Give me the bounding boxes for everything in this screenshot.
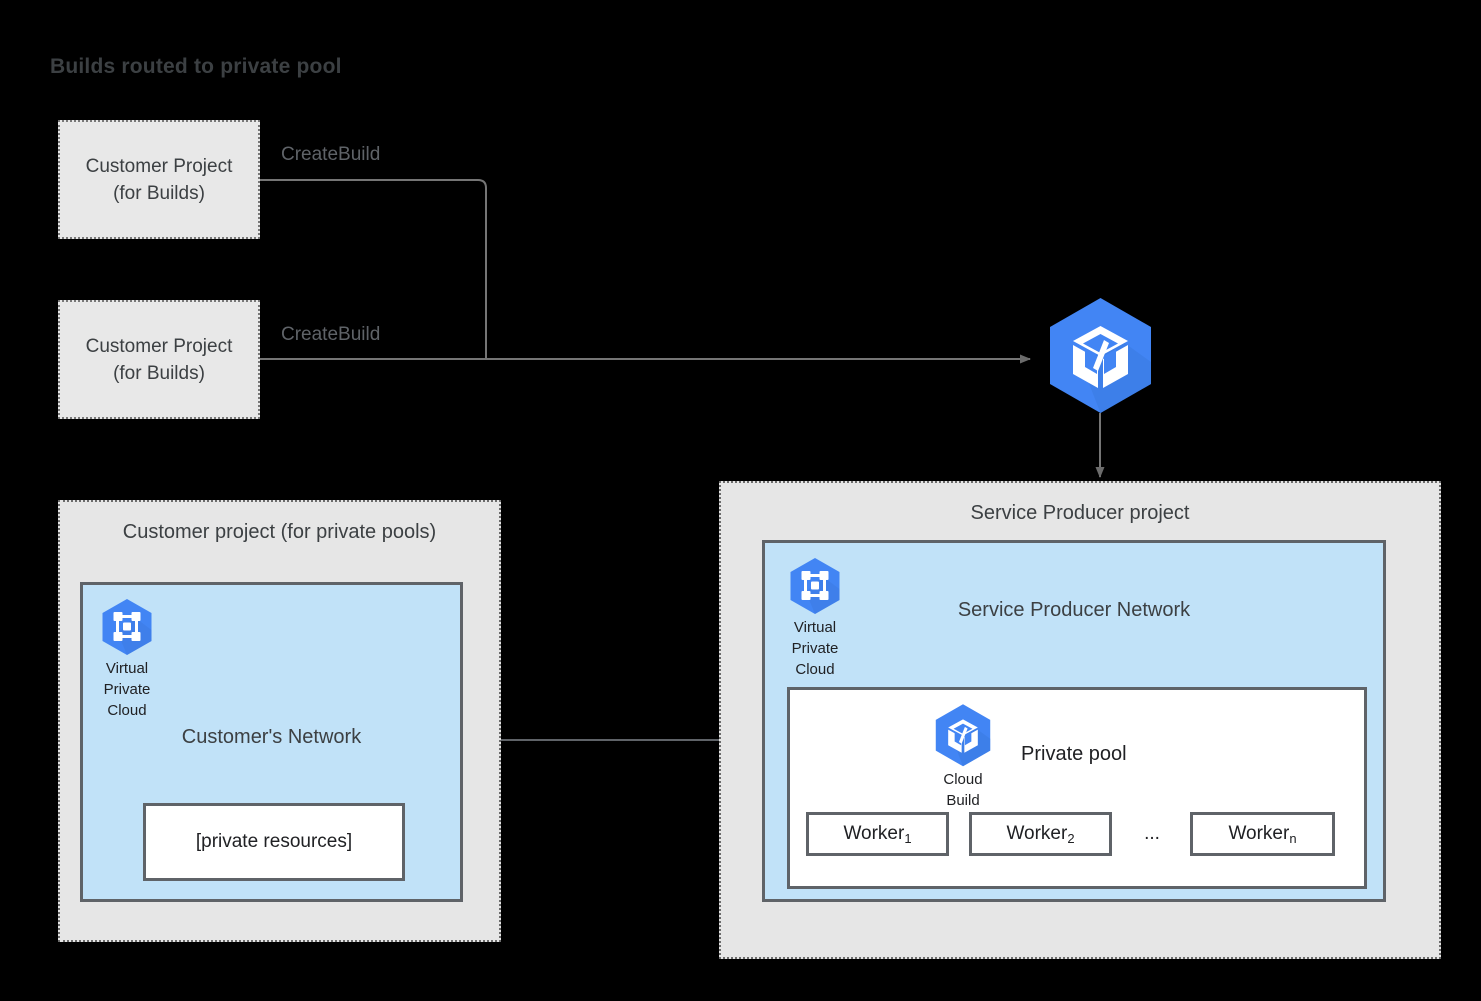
private-pool-title: Private pool (1021, 743, 1127, 765)
service-producer-panel-title: Service Producer project (970, 502, 1190, 524)
page-title: Builds routed to private pool (50, 55, 342, 78)
customers-network-title: Customer's Network (181, 726, 362, 748)
customer-build-project-line2: (for Builds) (113, 362, 205, 384)
customer-build-project-box[interactable]: Customer Project (for Builds) (58, 120, 260, 239)
service-producer-panel: Service Producer project (719, 481, 1441, 959)
virtual-private-cloud-icon (790, 558, 840, 614)
worker-label: Worker (843, 823, 905, 844)
customer-build-project-box[interactable]: Customer Project (for Builds) (58, 300, 260, 419)
customer-private-pools-panel-title: Customer project (for private pools) (122, 521, 437, 543)
virtual-private-cloud-caption: Virtual Private Cloud (103, 660, 151, 719)
customer-private-pools-panel: Customer project (for private pools) (58, 500, 501, 942)
virtual-private-cloud-icon (102, 599, 152, 655)
customers-network-box: Virtual Private Cloud Customer's Network… (80, 582, 463, 902)
workers-ellipsis: ... (1144, 823, 1160, 844)
service-producer-network-box: Virtual Private Cloud Service Producer N… (762, 540, 1386, 902)
service-producer-network-title: Service Producer Network (957, 599, 1191, 621)
private-resources-box[interactable]: [private resources] (143, 803, 405, 881)
worker-label: Worker (1228, 823, 1290, 844)
private-resources-label: [private resources] (195, 831, 353, 852)
customer-build-project-line1: Customer Project (85, 155, 233, 177)
customer-build-project-line2: (for Builds) (113, 182, 205, 204)
cloud-build-icon (935, 704, 991, 767)
createbuild-edge-label: CreateBuild (281, 324, 381, 345)
virtual-private-cloud-icon-group: Virtual Private Cloud (99, 598, 155, 721)
cloud-build-icon-group: Cloud Build (932, 703, 994, 811)
createbuild-edge-label: CreateBuild (281, 144, 381, 165)
cloud-build-icon[interactable] (1043, 296, 1158, 414)
virtual-private-cloud-icon-group: Virtual Private Cloud (787, 557, 843, 680)
cloud-build-caption: Cloud Build (943, 771, 983, 809)
customer-build-project-line1: Customer Project (85, 335, 233, 357)
worker-label: Worker (1006, 823, 1068, 844)
virtual-private-cloud-caption: Virtual Private Cloud (791, 619, 839, 678)
